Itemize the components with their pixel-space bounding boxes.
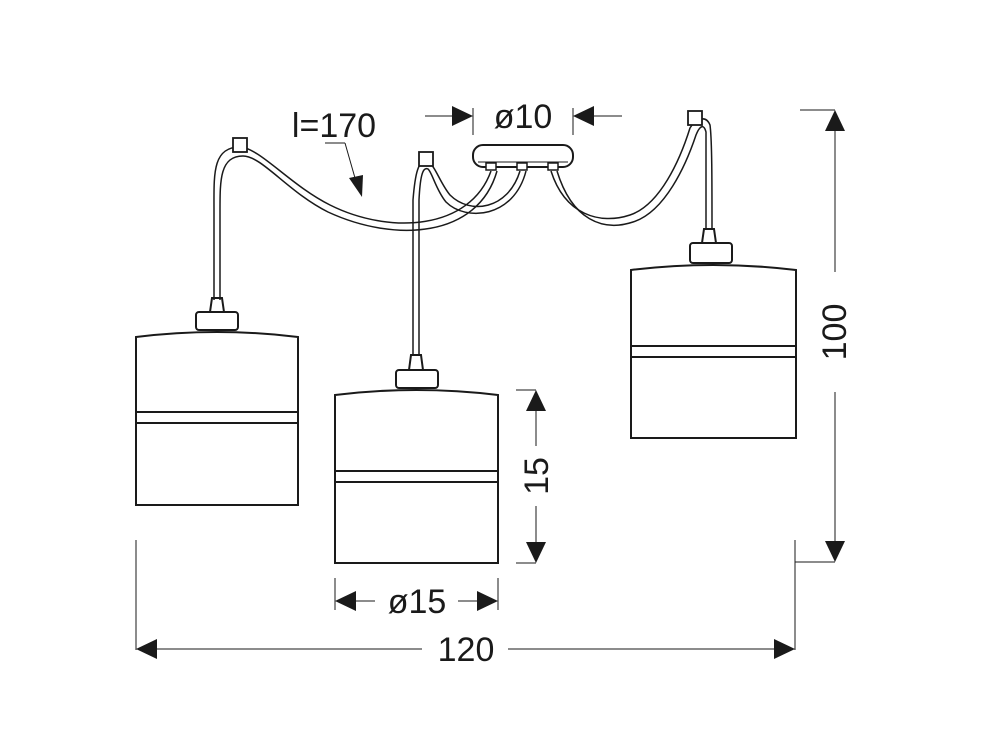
arrowhead-icon: [774, 639, 795, 659]
arrowhead-icon: [825, 110, 845, 131]
dimension-shade-height: 15: [516, 389, 556, 564]
dimension-total-height: 100: [795, 109, 854, 563]
arrowhead-icon: [335, 591, 356, 611]
label-total-height: 100: [816, 304, 854, 361]
ceiling-canopy: [472, 144, 574, 171]
lamp-shade-middle: [334, 354, 499, 564]
arrowhead-icon: [825, 541, 845, 562]
arrowhead-icon: [526, 390, 546, 411]
arrowhead-icon: [477, 591, 498, 611]
arrowhead-icon: [573, 106, 594, 126]
dimension-total-width: 120: [135, 540, 796, 669]
label-shade-height: 15: [518, 457, 556, 495]
arrowhead-icon: [526, 542, 546, 563]
arrowhead-icon: [349, 175, 363, 197]
label-cable-length: l=170: [292, 107, 376, 145]
label-canopy-diameter: ø10: [494, 98, 553, 136]
label-total-width: 120: [438, 631, 495, 669]
lamp-shade-right: [630, 228, 797, 439]
dimension-canopy-diameter: ø10: [425, 98, 622, 136]
arrowhead-icon: [452, 106, 473, 126]
cables: [213, 118, 713, 356]
lamp-shade-left: [135, 297, 299, 506]
dimension-cable-length: l=170: [292, 107, 376, 197]
arrowhead-icon: [136, 639, 157, 659]
cable-clips: [232, 110, 703, 167]
dimension-shade-diameter: ø15: [334, 578, 499, 621]
label-shade-diameter: ø15: [388, 583, 447, 621]
